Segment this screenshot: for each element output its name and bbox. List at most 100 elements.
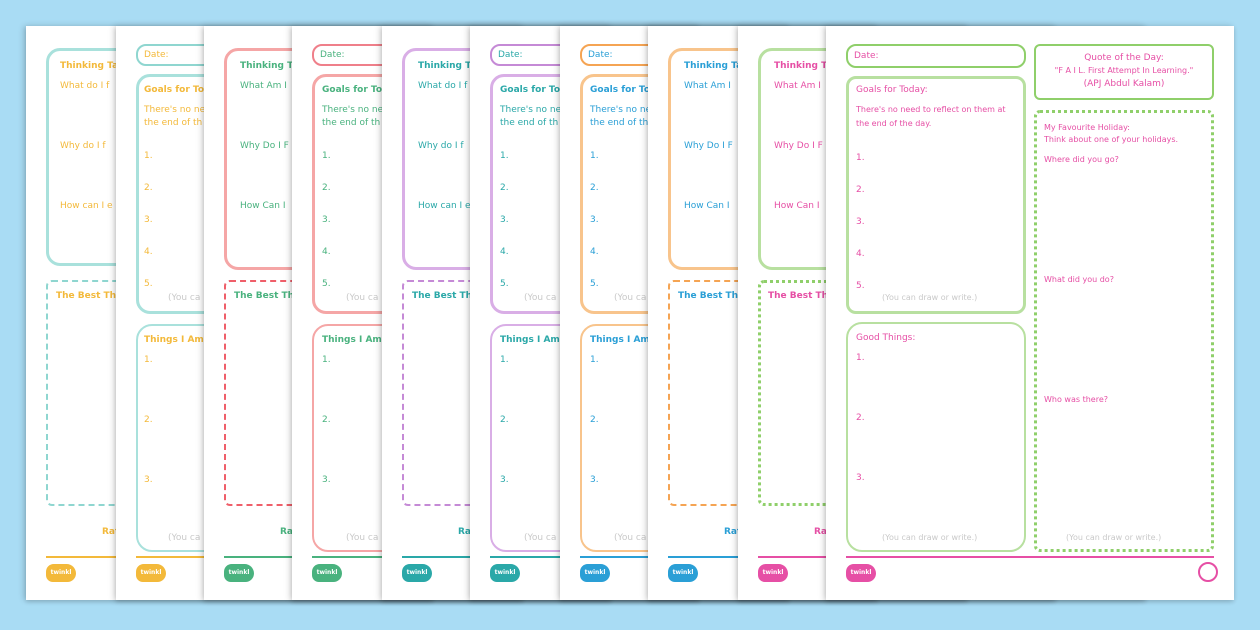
- question-what: What do I f: [418, 81, 468, 91]
- good-thing-number: 3.: [856, 473, 865, 483]
- date-label: Date:: [854, 51, 879, 61]
- holiday-title: My Favourite Holiday:: [1044, 123, 1130, 132]
- thing-number: 2.: [144, 415, 153, 425]
- goal-number: 3.: [144, 215, 153, 225]
- quote-title: Quote of the Day:: [1084, 53, 1164, 63]
- thing-number: 3.: [590, 475, 599, 485]
- question-who: Who was there?: [1044, 395, 1108, 404]
- twinkl-logo: twinkl: [490, 564, 520, 582]
- question-what: What Am I: [684, 81, 731, 91]
- goal-number: 1.: [500, 151, 509, 161]
- goal-number: 3.: [590, 215, 599, 225]
- goals-title: Goals for Tod: [144, 85, 211, 95]
- date-label: Date:: [320, 50, 345, 60]
- best-thing-title: The Best Thin: [234, 291, 304, 301]
- goal-number: 4.: [500, 247, 509, 257]
- twinkl-logo: twinkl: [668, 564, 698, 582]
- thinking-title: Thinking Ta: [418, 61, 477, 71]
- things-title: Things I Am: [144, 335, 204, 345]
- thinking-title: Thinking Ta: [684, 61, 743, 71]
- goal-number: 1.: [144, 151, 153, 161]
- thinking-title: Thinking Ta: [240, 61, 299, 71]
- draw-hint: (You can draw or write.): [882, 293, 978, 302]
- draw-hint: (You ca: [346, 533, 379, 543]
- question-how: How can I e: [60, 201, 113, 211]
- rating-label: Rat: [458, 527, 476, 537]
- thing-number: 1.: [500, 355, 509, 365]
- question-what: What Am I: [240, 81, 287, 91]
- quote-box: [1034, 44, 1214, 100]
- goals-title: Goals for Today:: [856, 85, 928, 95]
- thing-number: 1.: [144, 355, 153, 365]
- good-thing-number: 1.: [856, 353, 865, 363]
- goal-number: 4.: [322, 247, 331, 257]
- goals-note-2: the end of th: [322, 118, 381, 128]
- goal-number: 4.: [144, 247, 153, 257]
- holiday-subtitle: Think about one of your holidays.: [1044, 135, 1179, 144]
- goal-number: 4.: [856, 249, 865, 259]
- quote-author: (APJ Abdul Kalam): [1083, 79, 1165, 89]
- twinkl-logo: twinkl: [136, 564, 166, 582]
- goal-number: 3.: [322, 215, 331, 225]
- question-how: How Can I: [684, 201, 730, 211]
- holiday-box: [1034, 110, 1214, 552]
- thing-number: 3.: [322, 475, 331, 485]
- draw-hint: (You ca: [168, 533, 201, 543]
- draw-hint: (You can draw or write.): [1066, 533, 1162, 542]
- best-thing-title: The Best Thin: [768, 291, 838, 301]
- twinkl-logo: twinkl: [846, 564, 876, 582]
- goals-note-1: There's no need to reflect on them at: [856, 105, 1006, 114]
- good-thing-number: 2.: [856, 413, 865, 423]
- twinkl-logo: twinkl: [758, 564, 788, 582]
- goals-title: Goals for Tod: [500, 85, 567, 95]
- thinking-title: Thinking Ta: [60, 61, 119, 71]
- goals-note-1: There's no nee: [144, 105, 211, 115]
- thing-number: 3.: [144, 475, 153, 485]
- date-box: [846, 44, 1026, 68]
- question-how: How Can I: [774, 201, 820, 211]
- goals-note-2: the end of th: [144, 118, 203, 128]
- goal-number: 2.: [500, 183, 509, 193]
- question-why: Why Do I F: [240, 141, 289, 151]
- twinkl-logo: twinkl: [580, 564, 610, 582]
- goal-number: 5.: [144, 279, 153, 289]
- goals-note-1: There's no nee: [322, 105, 389, 115]
- question-why: Why do I f: [60, 141, 106, 151]
- goals-title: Goals for Tod: [590, 85, 657, 95]
- goal-number: 5.: [590, 279, 599, 289]
- draw-hint: (You ca: [614, 533, 647, 543]
- goals-note-1: There's no nee: [590, 105, 657, 115]
- worksheet-page-front: Date: Quote of the Day: "F A I L. First …: [826, 26, 1234, 600]
- draw-hint: (You ca: [524, 533, 557, 543]
- date-label: Date:: [588, 50, 613, 60]
- best-thing-title: The Best Thin: [56, 291, 126, 301]
- quote-body: "F A I L. First Attempt In Learning.": [1054, 66, 1194, 75]
- goal-number: 1.: [322, 151, 331, 161]
- corner-logo-icon: [1198, 562, 1218, 582]
- thing-number: 3.: [500, 475, 509, 485]
- twinkl-logo: twinkl: [46, 564, 76, 582]
- question-where: Where did you go?: [1044, 155, 1119, 164]
- twinkl-logo: twinkl: [402, 564, 432, 582]
- goal-number: 2.: [144, 183, 153, 193]
- date-label: Date:: [144, 50, 169, 60]
- question-why: Why Do I F: [774, 141, 823, 151]
- question-what-did: What did you do?: [1044, 275, 1114, 284]
- good-things-title: Good Things:: [856, 333, 916, 343]
- goals-title: Goals for Tod: [322, 85, 389, 95]
- rating-label: Rat: [814, 527, 832, 537]
- things-title: Things I Am: [590, 335, 650, 345]
- goal-number: 5.: [322, 279, 331, 289]
- goal-number: 3.: [856, 217, 865, 227]
- draw-hint: (You ca: [614, 293, 647, 303]
- goal-number: 1.: [590, 151, 599, 161]
- thing-number: 2.: [322, 415, 331, 425]
- draw-hint: (You ca: [524, 293, 557, 303]
- rating-label: Rat: [724, 527, 742, 537]
- question-how: How Can I: [240, 201, 286, 211]
- question-what: What do I f: [60, 81, 110, 91]
- goals-note-1: There's no nee: [500, 105, 567, 115]
- goals-note-2: the end of th: [500, 118, 559, 128]
- goal-number: 5.: [856, 281, 865, 291]
